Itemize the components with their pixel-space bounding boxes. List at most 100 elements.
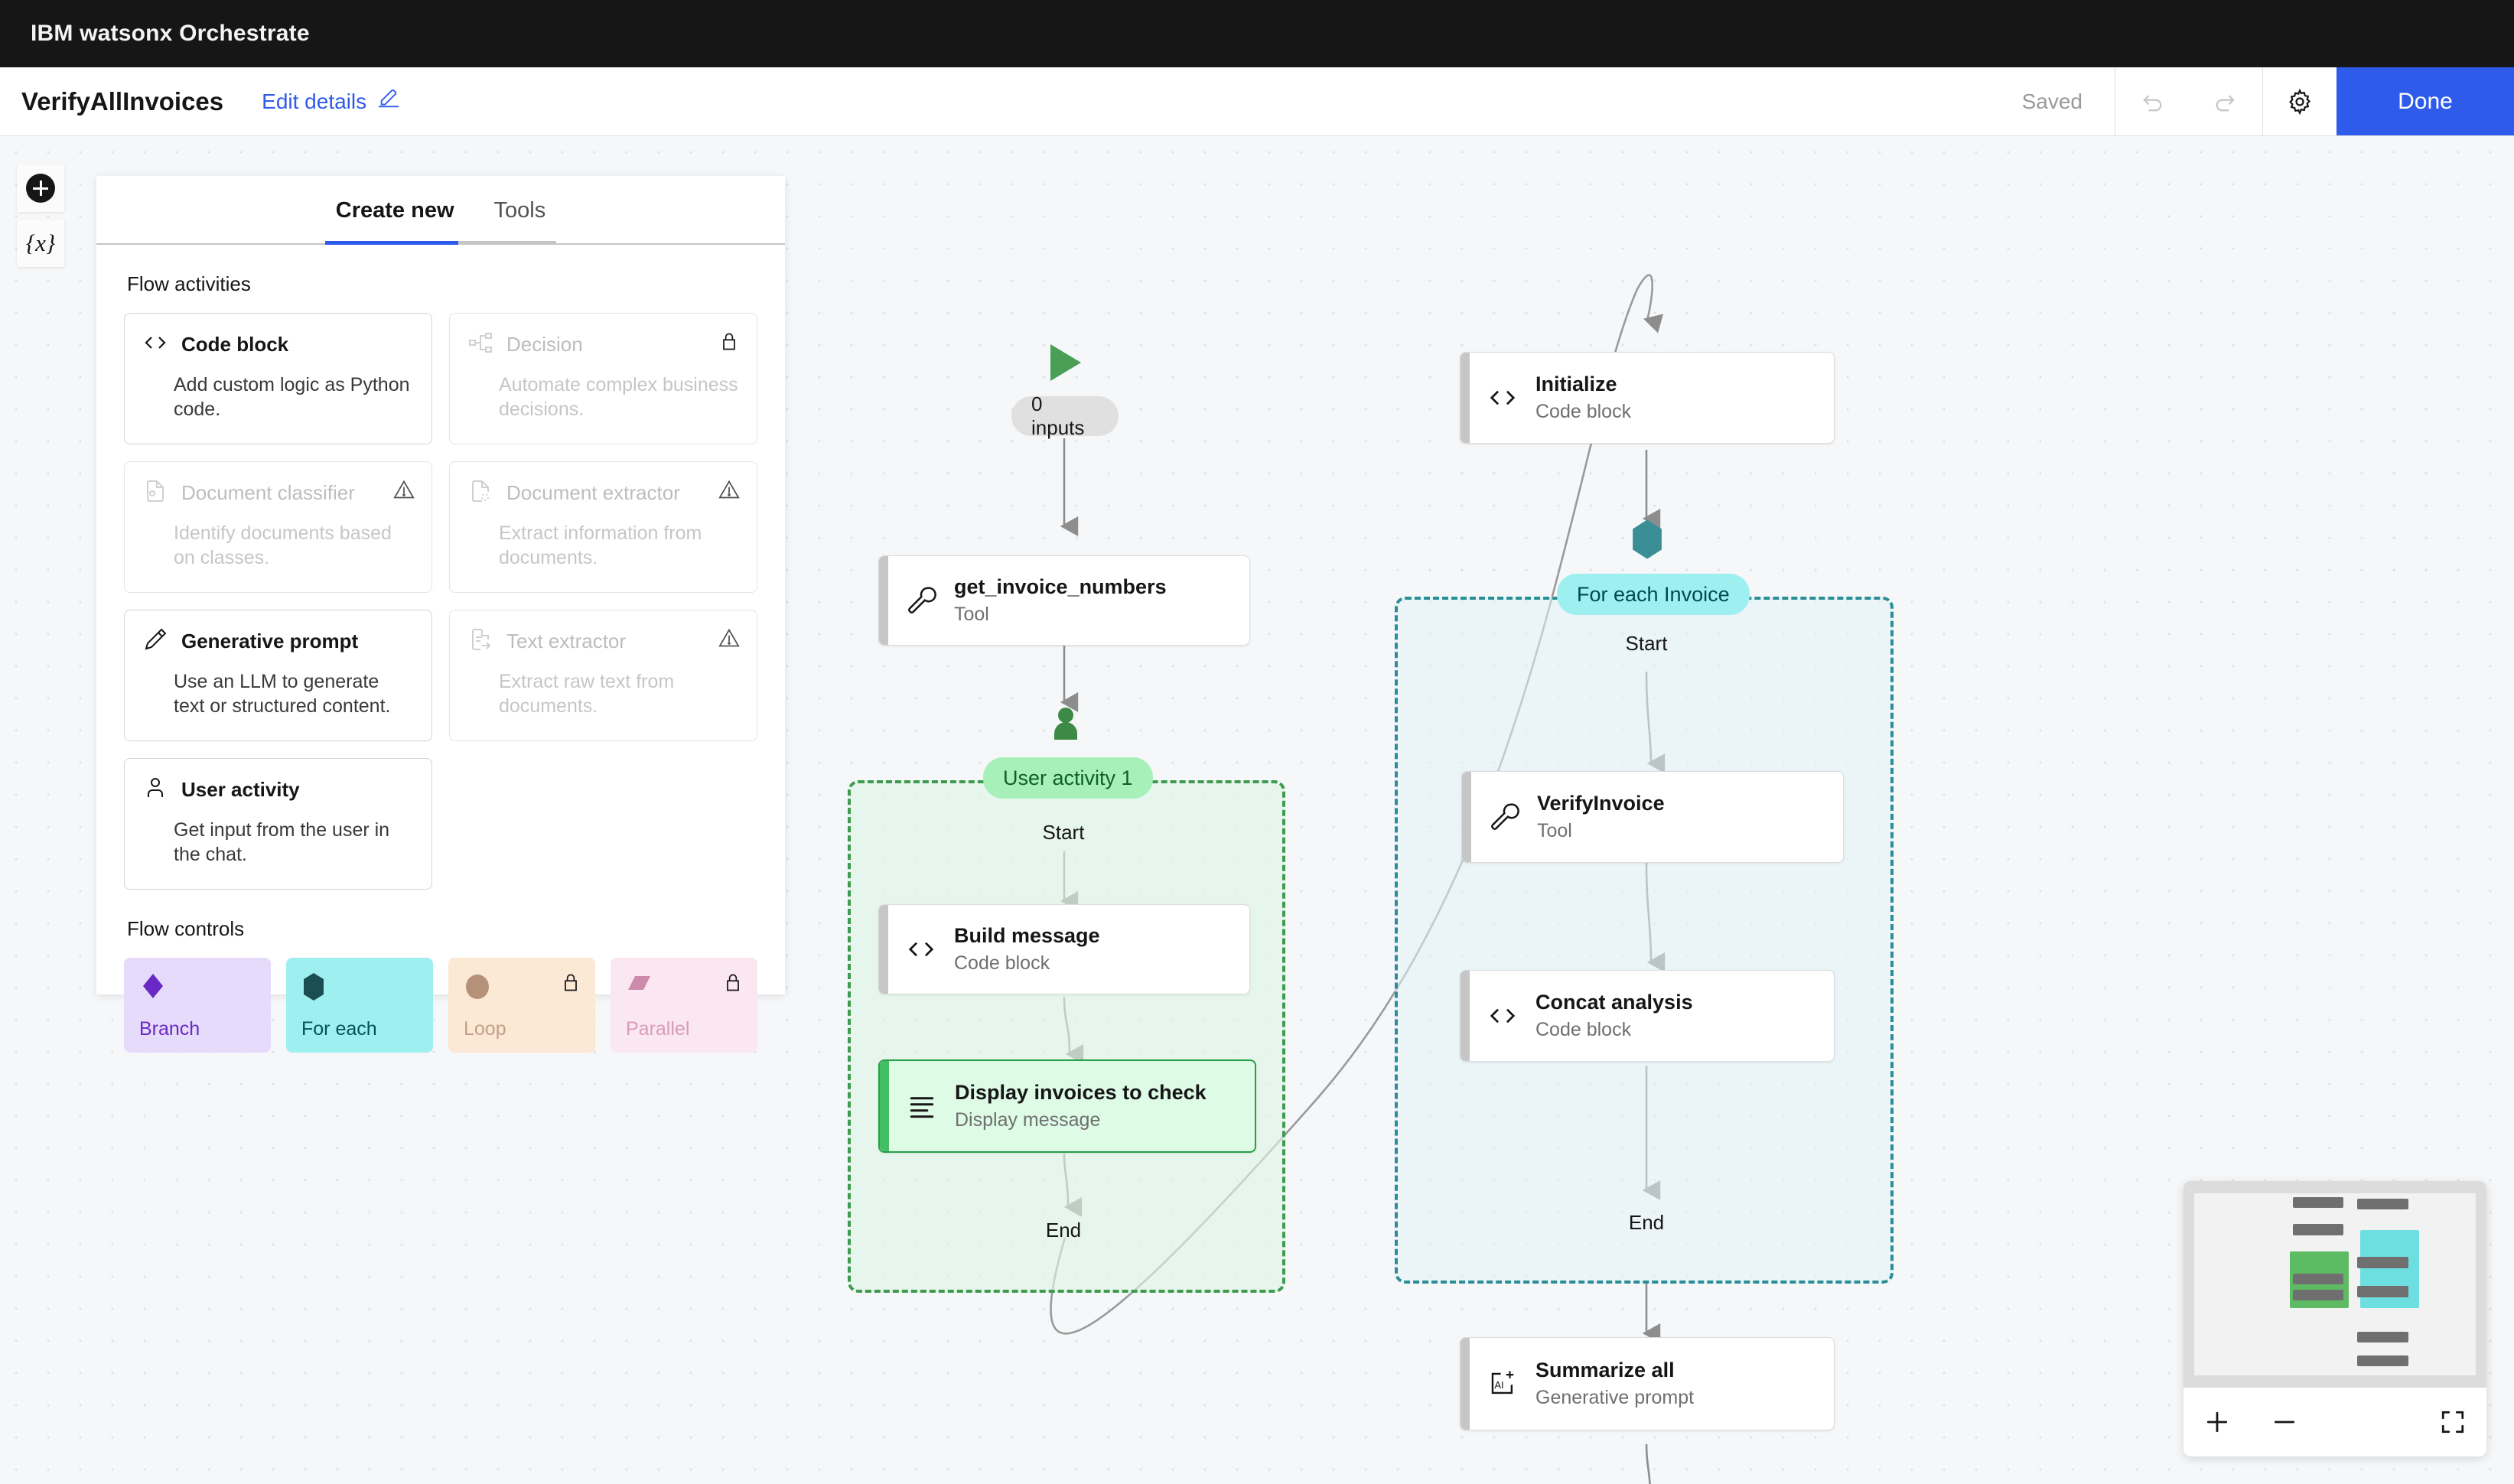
palette-grid-filler <box>449 758 757 890</box>
flow-activities-section: Flow activities Code block Add custom lo… <box>96 272 785 1053</box>
node-title: Display invoices to check <box>955 1081 1207 1104</box>
node-text: VerifyInvoice Tool <box>1537 792 1665 842</box>
node-subtitle: Tool <box>954 604 989 625</box>
decision-tree-icon <box>468 330 493 359</box>
settings-button-group <box>2262 67 2337 135</box>
redo-button[interactable] <box>2189 67 2262 135</box>
activity-card-document-classifier: Document classifier Identify documents b… <box>124 461 432 593</box>
node-build-message[interactable]: Build message Code block <box>878 904 1250 994</box>
minimap-node <box>2292 1196 2344 1209</box>
lock-icon <box>722 971 744 997</box>
minimap-node <box>2292 1290 2344 1301</box>
node-summarize-all[interactable]: AI Summarize all Generative prompt <box>1460 1337 1835 1430</box>
tab-tools[interactable]: Tools <box>493 197 546 223</box>
control-label: For each <box>301 1018 377 1040</box>
control-card-for-each[interactable]: For each <box>286 958 433 1053</box>
node-text: get_invoice_numbers Tool <box>954 575 1167 626</box>
document-classifier-icon <box>143 479 168 507</box>
minimap-node <box>2357 1257 2408 1268</box>
warning-icon <box>393 479 415 504</box>
circle-icon <box>464 975 493 1005</box>
palette-panel: Create new Tools Flow activities <box>96 176 785 1053</box>
user-activity-icon[interactable] <box>1051 706 1080 744</box>
flow-start-icon[interactable] <box>1044 341 1087 388</box>
code-icon <box>1470 1001 1535 1030</box>
minimap-content <box>2194 1193 2476 1375</box>
group-end-label-for-each: End <box>1628 1211 1665 1234</box>
minimap-node <box>2357 1199 2408 1210</box>
group-start-label-for-each: Start <box>1625 632 1668 655</box>
wrench-icon <box>888 585 954 616</box>
activity-desc: Identify documents based on classes. <box>174 522 392 568</box>
control-card-loop: Loop <box>448 958 595 1053</box>
activity-card-generative-prompt[interactable]: Generative prompt Use an LLM to generate… <box>124 610 432 741</box>
group-label-for-each-invoice[interactable]: For each Invoice <box>1557 574 1750 615</box>
minimap-node <box>2292 1224 2344 1235</box>
variables-icon: {x} <box>25 229 56 256</box>
code-icon <box>1470 383 1535 412</box>
wrench-icon <box>1471 802 1537 832</box>
node-initialize[interactable]: Initialize Code block <box>1460 352 1835 444</box>
tab-create-new[interactable]: Create new <box>335 197 454 223</box>
user-icon <box>143 776 168 804</box>
hexagon-icon[interactable] <box>1630 519 1665 564</box>
group-label-user-activity-1[interactable]: User activity 1 <box>983 757 1153 799</box>
history-button-group <box>2115 67 2262 135</box>
minimap-viewport[interactable] <box>2183 1181 2486 1388</box>
code-icon <box>888 935 954 964</box>
palette-tabs: Create new Tools <box>96 176 785 245</box>
warning-icon <box>718 479 740 504</box>
minimap-node <box>2357 1286 2408 1297</box>
activity-desc: Get input from the user in the chat. <box>174 819 390 865</box>
flow-controls-heading: Flow controls <box>127 917 245 940</box>
gear-icon[interactable] <box>2263 67 2337 135</box>
edit-details-label: Edit details <box>262 89 367 113</box>
node-get-invoice-numbers[interactable]: get_invoice_numbers Tool <box>878 555 1250 646</box>
node-subtitle: Display message <box>955 1109 1101 1131</box>
node-title: Build message <box>954 924 1100 947</box>
document-extractor-icon <box>468 479 493 507</box>
activity-card-decision: Decision Automate complex business decis… <box>449 313 757 444</box>
group-user-activity-1[interactable] <box>848 780 1285 1293</box>
edit-details-button[interactable]: Edit details <box>262 67 400 135</box>
variables-button[interactable]: {x} <box>17 220 64 267</box>
pencil-icon <box>377 87 400 116</box>
flow-canvas[interactable]: {x} Create new Tools Flow activities <box>0 136 2514 1484</box>
plus-circle-icon <box>26 174 55 203</box>
activity-title: Document classifier <box>181 481 355 504</box>
parallelogram-icon <box>626 976 655 1001</box>
svg-text:AI: AI <box>1494 1379 1503 1391</box>
tab-active-indicator <box>325 241 458 245</box>
flow-activities-heading: Flow activities <box>127 272 251 295</box>
node-subtitle: Code block <box>1535 1019 1632 1040</box>
control-label: Parallel <box>626 1018 690 1040</box>
activity-desc: Use an LLM to generate text or structure… <box>174 671 391 717</box>
add-node-button[interactable] <box>17 164 64 212</box>
toolbar-spacer <box>400 67 1989 135</box>
zoom-out-button[interactable] <box>2268 1405 2301 1439</box>
undo-button[interactable] <box>2115 67 2189 135</box>
group-for-each-invoice[interactable] <box>1395 597 1894 1284</box>
activity-title: User activity <box>181 778 300 801</box>
node-display-invoices-to-check[interactable]: Display invoices to check Display messag… <box>878 1059 1256 1153</box>
activity-card-user-activity[interactable]: User activity Get input from the user in… <box>124 758 432 890</box>
node-concat-analysis[interactable]: Concat analysis Code block <box>1460 970 1835 1062</box>
activity-card-code-block[interactable]: Code block Add custom logic as Python co… <box>124 313 432 444</box>
flow-controls-grid: Branch For each <box>124 958 757 1053</box>
group-start-label-user-activity: Start <box>1042 821 1085 844</box>
tab-inactive-indicator <box>458 241 556 245</box>
done-button[interactable]: Done <box>2337 67 2514 135</box>
saved-status: Saved <box>2021 89 2083 113</box>
node-subtitle: Tool <box>1537 820 1572 841</box>
product-brand: IBM watsonx Orchestrate <box>31 21 310 46</box>
inputs-chip[interactable]: 0 inputs <box>1011 392 1119 439</box>
tabs-underline <box>96 241 785 245</box>
control-card-branch[interactable]: Branch <box>124 958 271 1053</box>
minimap-panel[interactable] <box>2183 1181 2486 1456</box>
node-text: Display invoices to check Display messag… <box>955 1081 1207 1131</box>
zoom-in-button[interactable] <box>2200 1405 2234 1439</box>
fit-to-screen-button[interactable] <box>2436 1405 2470 1439</box>
node-text: Initialize Code block <box>1535 373 1631 423</box>
node-verify-invoice[interactable]: VerifyInvoice Tool <box>1461 771 1844 863</box>
activity-desc: Automate complex business decisions. <box>499 374 738 420</box>
